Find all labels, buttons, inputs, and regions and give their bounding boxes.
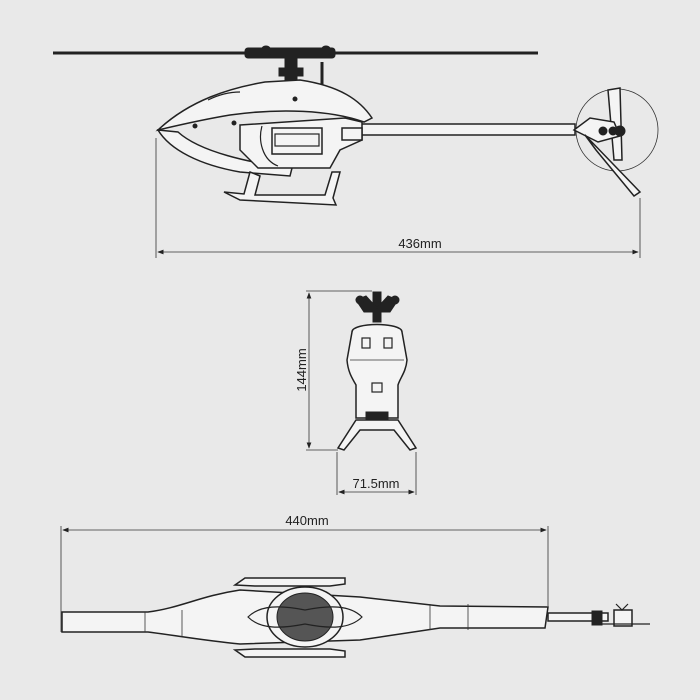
side-length-label: 436mm: [398, 236, 441, 251]
main-rotor: [53, 45, 538, 88]
landing-skid: [223, 170, 341, 206]
fuselage-front: [346, 323, 408, 419]
top-length-dimension: 440mm: [60, 513, 549, 632]
side-length-dimension: 436mm: [155, 138, 641, 258]
width-dimension: 71.5mm: [336, 452, 417, 495]
front-view: 144mm 71.5mm: [294, 290, 418, 495]
height-label: 144mm: [294, 348, 309, 391]
height-dimension: 144mm: [294, 290, 372, 451]
top-skids: [232, 577, 346, 658]
rotor-head: [355, 291, 400, 323]
tail-top: [547, 603, 650, 627]
width-label: 71.5mm: [353, 476, 400, 491]
front-skids: [336, 411, 418, 451]
top-view: 440mm: [60, 513, 650, 658]
frame: [239, 117, 363, 169]
tail-boom: [359, 87, 659, 197]
top-length-label: 440mm: [285, 513, 328, 528]
side-view: 436mm: [53, 45, 659, 258]
